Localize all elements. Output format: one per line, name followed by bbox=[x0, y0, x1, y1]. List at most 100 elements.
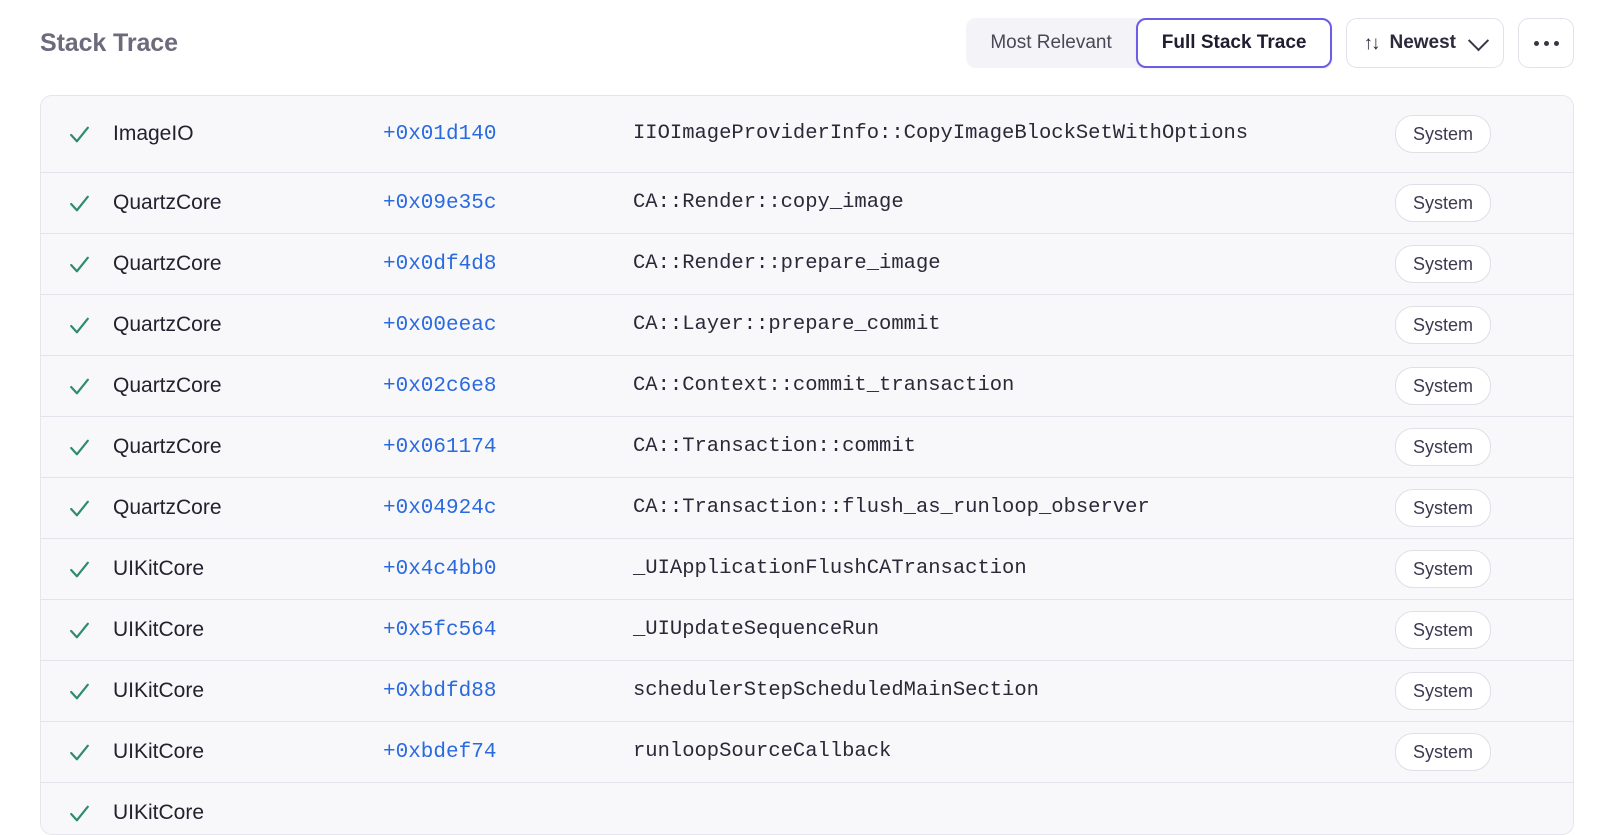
stack-trace-list[interactable]: ImageIO +0x01d140 IIOImageProviderInfo::Co… bbox=[40, 95, 1574, 835]
frame-package: ImageIO bbox=[113, 122, 194, 145]
frame-badge-cell: System bbox=[1351, 733, 1491, 771]
status-badge: System bbox=[1394, 245, 1491, 283]
status-badge: System bbox=[1394, 489, 1491, 527]
frame-package: UIKitCore bbox=[113, 801, 205, 824]
frame-badge-cell: System bbox=[1351, 550, 1491, 588]
frame-offset[interactable]: +0x02c6e8 bbox=[383, 374, 497, 398]
frame-checkbox[interactable] bbox=[67, 252, 113, 277]
frame-offset[interactable]: +0xbdef74 bbox=[383, 740, 497, 764]
status-badge: System bbox=[1394, 115, 1491, 153]
frame-checkbox[interactable] bbox=[67, 679, 113, 704]
frame-package: QuartzCore bbox=[113, 435, 222, 458]
frame-offset[interactable]: +0x09e35c bbox=[383, 191, 497, 215]
check-icon bbox=[70, 439, 89, 455]
check-icon bbox=[70, 805, 89, 821]
stack-frame-row[interactable]: QuartzCore +0x00eeac CA::Layer::prepare_co… bbox=[41, 295, 1573, 356]
sort-dropdown[interactable]: ↑↓ Newest bbox=[1346, 18, 1504, 68]
status-badge: System bbox=[1394, 611, 1491, 649]
check-icon bbox=[70, 378, 89, 394]
frame-badge-cell: System bbox=[1351, 115, 1491, 153]
frame-offset[interactable]: +0x5fc564 bbox=[383, 618, 497, 642]
stack-frame-row[interactable]: UIKitCore +0xbdef74 runloopSourceCallback S… bbox=[41, 722, 1573, 783]
frame-symbol: CA::Render::prepare_image bbox=[633, 251, 941, 275]
check-icon bbox=[70, 561, 89, 577]
status-badge: System bbox=[1394, 550, 1491, 588]
stack-trace-header: Stack Trace Most Relevant Full Stack Tra… bbox=[0, 0, 1614, 86]
frame-checkbox[interactable] bbox=[67, 122, 113, 147]
frame-symbol: CA::Transaction::flush_as_runloop_observ… bbox=[633, 495, 1150, 519]
status-badge: System bbox=[1394, 306, 1491, 344]
frame-checkbox[interactable] bbox=[67, 374, 113, 399]
stack-frame-row[interactable]: UIKitCore +0x4c4bb0 _UIApplicationFlushCAT… bbox=[41, 539, 1573, 600]
frame-symbol: IIOImageProviderInfo::CopyImageBlockSetW… bbox=[633, 121, 1249, 145]
frame-badge-cell: System bbox=[1351, 367, 1491, 405]
check-icon bbox=[70, 683, 89, 699]
more-options-icon bbox=[1543, 40, 1549, 46]
frame-offset[interactable]: +0xbdfd88 bbox=[383, 679, 497, 703]
stack-frame-row[interactable]: ImageIO +0x01d140 IIOImageProviderInfo::Co… bbox=[41, 96, 1573, 173]
frame-checkbox[interactable] bbox=[67, 618, 113, 643]
frame-symbol: _UIApplicationFlushCATransaction bbox=[633, 556, 1027, 580]
check-icon bbox=[70, 195, 89, 211]
status-badge: System bbox=[1394, 672, 1491, 710]
frame-checkbox[interactable] bbox=[67, 557, 113, 582]
sort-arrows-icon: ↑↓ bbox=[1363, 32, 1380, 54]
frame-symbol: CA::Context::commit_transaction bbox=[633, 373, 1015, 397]
status-badge: System bbox=[1394, 428, 1491, 466]
frame-package: QuartzCore bbox=[113, 496, 222, 519]
check-icon bbox=[70, 622, 89, 638]
chevron-down-icon bbox=[1467, 29, 1490, 51]
frame-package: QuartzCore bbox=[113, 313, 222, 336]
frame-offset[interactable]: +0x01d140 bbox=[383, 122, 497, 146]
frame-package: QuartzCore bbox=[113, 191, 222, 214]
frame-checkbox[interactable] bbox=[67, 740, 113, 765]
frame-offset[interactable]: +0x4c4bb0 bbox=[383, 557, 497, 581]
frame-offset[interactable]: +0x00eeac bbox=[383, 313, 497, 337]
stack-frame-row[interactable]: QuartzCore +0x061174 CA::Transaction::comm… bbox=[41, 417, 1573, 478]
frame-checkbox[interactable] bbox=[67, 496, 113, 521]
frame-symbol: schedulerStepScheduledMainSection bbox=[633, 678, 1039, 702]
frame-package: UIKitCore bbox=[113, 679, 205, 702]
check-icon bbox=[70, 317, 89, 333]
frame-badge-cell: System bbox=[1351, 428, 1491, 466]
stack-trace-mode-segmented-control[interactable]: Most Relevant Full Stack Trace bbox=[966, 18, 1333, 68]
more-options-icon bbox=[1533, 40, 1539, 46]
stack-frame-row[interactable]: UIKitCore bbox=[41, 783, 1573, 834]
stack-frame-row[interactable]: QuartzCore +0x0df4d8 CA::Render::prepare_i… bbox=[41, 234, 1573, 295]
frame-badge-cell: System bbox=[1351, 611, 1491, 649]
tab-most-relevant[interactable]: Most Relevant bbox=[966, 18, 1135, 68]
frame-symbol: runloopSourceCallback bbox=[633, 739, 892, 763]
frame-offset[interactable]: +0x0df4d8 bbox=[383, 252, 497, 276]
frame-package: QuartzCore bbox=[113, 252, 222, 275]
frame-symbol: CA::Transaction::commit bbox=[633, 434, 916, 458]
frame-checkbox[interactable] bbox=[67, 435, 113, 460]
frame-symbol: CA::Layer::prepare_commit bbox=[633, 312, 941, 336]
tab-full-stack-trace[interactable]: Full Stack Trace bbox=[1135, 18, 1333, 68]
status-badge: System bbox=[1394, 367, 1491, 405]
frame-checkbox[interactable] bbox=[67, 191, 113, 216]
frame-checkbox[interactable] bbox=[67, 313, 113, 338]
frame-badge-cell: System bbox=[1351, 672, 1491, 710]
check-icon bbox=[70, 500, 89, 516]
more-options-button[interactable] bbox=[1518, 18, 1574, 68]
stack-frame-row[interactable]: QuartzCore +0x04924c CA::Transaction::flus… bbox=[41, 478, 1573, 539]
status-badge: System bbox=[1394, 733, 1491, 771]
stack-frame-row[interactable]: UIKitCore +0xbdfd88 schedulerStepScheduled… bbox=[41, 661, 1573, 722]
frame-badge-cell: System bbox=[1351, 489, 1491, 527]
header-controls: Most Relevant Full Stack Trace ↑↓ Newest bbox=[966, 18, 1574, 68]
sort-dropdown-label: Newest bbox=[1389, 32, 1456, 53]
frame-package: UIKitCore bbox=[113, 618, 205, 641]
frame-badge-cell: System bbox=[1351, 245, 1491, 283]
status-badge: System bbox=[1394, 184, 1491, 222]
frame-symbol: _UIUpdateSequenceRun bbox=[633, 617, 880, 641]
frame-package: UIKitCore bbox=[113, 740, 205, 763]
frame-package: UIKitCore bbox=[113, 557, 205, 580]
stack-frame-row[interactable]: UIKitCore +0x5fc564 _UIUpdateSequenceRun Sy… bbox=[41, 600, 1573, 661]
frame-offset[interactable]: +0x061174 bbox=[383, 435, 497, 459]
check-icon bbox=[70, 744, 89, 760]
frame-offset[interactable]: +0x04924c bbox=[383, 496, 497, 520]
frame-checkbox[interactable] bbox=[67, 801, 113, 826]
